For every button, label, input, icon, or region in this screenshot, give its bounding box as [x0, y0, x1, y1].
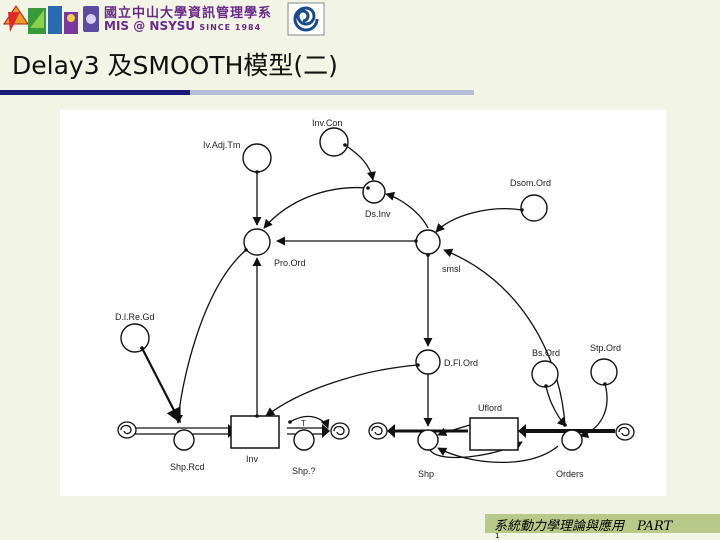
link-invcon-dsinv — [344, 144, 376, 181]
link-proord-shprcd — [173, 249, 247, 424]
label-dsinv: Ds.Inv — [365, 209, 391, 219]
aux-smsl — [415, 229, 441, 255]
sink-cloud-shp2-icon — [330, 422, 350, 440]
aux-stpord — [590, 358, 618, 386]
valve-orders — [561, 429, 583, 451]
department-name-chinese: 國立中山大學資訊管理學系 — [104, 6, 273, 21]
link-dflord-inv — [265, 364, 419, 417]
aux-dsomord — [520, 194, 548, 222]
flow-arrow-shp — [387, 424, 395, 438]
aux-dflord — [415, 349, 441, 375]
link-inv-shp2 — [289, 415, 330, 429]
page-number: 1 — [495, 532, 500, 540]
department-logo-icon — [3, 5, 78, 34]
department-name-english: MIS @ NSYSU SINCE 1984 — [104, 19, 261, 33]
header: 國立中山大學資訊管理學系 MIS @ NSYSU SINCE 1984 — [0, 0, 720, 40]
label-uflord: Uflord — [478, 403, 502, 413]
aux-invcon — [319, 127, 349, 157]
label-proord: Pro.Ord — [274, 258, 306, 268]
stock-uflord — [469, 417, 519, 451]
aux-dsinv — [362, 180, 386, 204]
label-bsord: Bs.Ord — [532, 348, 560, 358]
label-invcon: Inv.Con — [312, 118, 342, 128]
link-orders-shp — [437, 445, 559, 464]
department-name-mis: MIS @ NSYSU — [104, 19, 196, 33]
department-name: 國立中山大學資訊管理學系 MIS @ NSYSU SINCE 1984 — [104, 2, 284, 36]
footer-band — [485, 514, 720, 533]
valve-shp — [417, 429, 439, 451]
label-shprcd: Shp.Rcd — [170, 462, 205, 472]
link-smsl-dsinv — [385, 191, 429, 229]
link-dsinv-proord — [263, 186, 369, 229]
since-year: SINCE 1984 — [199, 23, 262, 32]
stock-flow-diagram: Inv.Con Iv.Adj.Tm Ds.Inv Dsom.Ord Pro.Or… — [60, 110, 666, 496]
sink-cloud-shp-icon — [368, 422, 388, 440]
aux-dlregd — [120, 323, 150, 353]
university-seal-icon — [83, 6, 99, 32]
label-stpord: Stp.Ord — [590, 343, 621, 353]
label-smsl: smsl — [442, 264, 461, 274]
label-inv: Inv — [246, 454, 259, 464]
aux-ivadjtm — [242, 143, 272, 173]
link-stpord-orders — [579, 383, 608, 438]
label-shp2: Shp.? — [292, 466, 316, 476]
valve-shp2 — [293, 429, 315, 451]
flow-arrow-orders — [518, 424, 526, 438]
title-underline-light — [190, 90, 474, 95]
link-dlregd-shprcd — [141, 347, 181, 424]
swirl-logo-icon — [287, 2, 325, 36]
label-shp: Shp — [418, 469, 434, 479]
stock-inv — [230, 415, 280, 449]
label-orders: Orders — [556, 469, 584, 479]
slide-title: Delay3 及SMOOTH模型(二) — [12, 51, 338, 80]
stock-flow-diagram-canvas: Inv.Con Iv.Adj.Tm Ds.Inv Dsom.Ord Pro.Or… — [115, 118, 635, 479]
label-dflord: D.Fl.Ord — [444, 358, 478, 368]
aux-bsord — [531, 360, 559, 388]
flow-arrow-shp2 — [322, 424, 330, 438]
label-shp-marker: T — [301, 419, 306, 428]
link-dsomord-smsl — [435, 208, 523, 233]
label-dlregd: D.l.Re.Gd — [115, 312, 155, 322]
valve-shprcd — [173, 429, 195, 451]
link-orders-smsl — [443, 248, 566, 426]
footer-course-title: 系統動力學理論與應用 PART — [494, 519, 673, 534]
title-underline-dark — [0, 90, 190, 95]
label-ivadjtm: Iv.Adj.Tm — [203, 140, 240, 150]
label-dsomord: Dsom.Ord — [510, 178, 551, 188]
title-underline — [0, 90, 474, 96]
source-cloud-right-icon — [615, 423, 635, 441]
aux-proord — [243, 228, 271, 256]
source-cloud-left-icon — [117, 421, 137, 439]
